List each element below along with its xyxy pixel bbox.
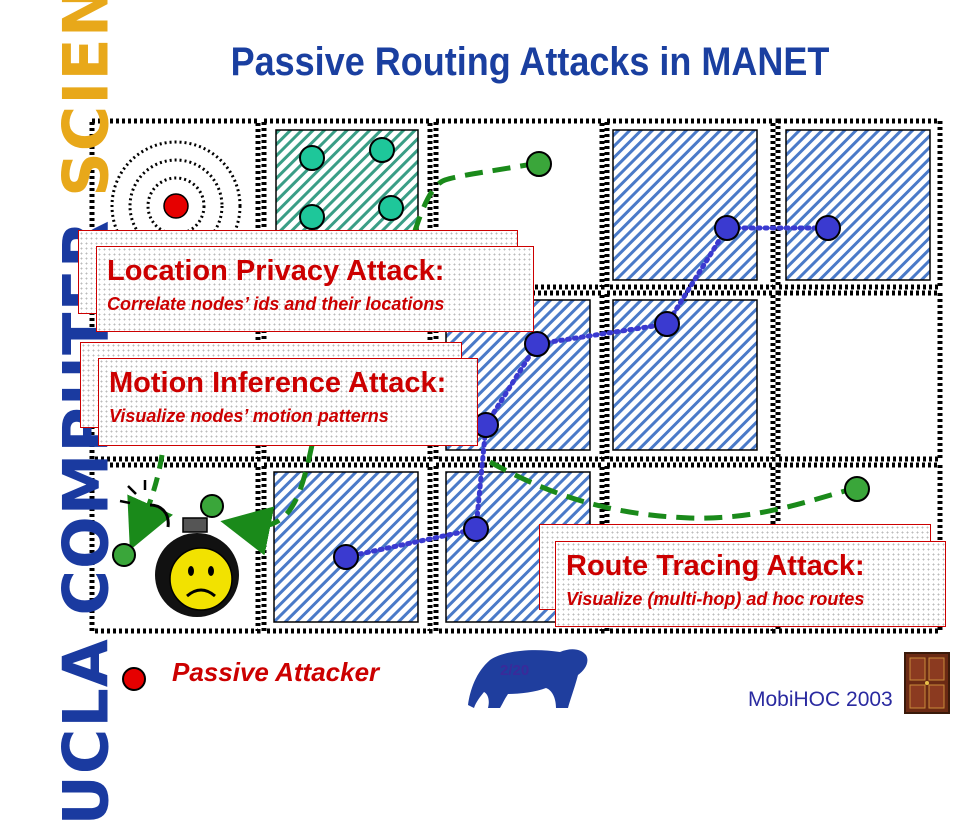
callout-body: Visualize nodes’ motion patterns [109,406,389,426]
slide-title: Passive Routing Attacks in MANET [230,40,830,84]
route-nodes [333,215,841,570]
callout-route-tracing: Route Tracing Attack: Visualize (multi-h… [555,541,946,627]
callout-title: Motion Inference Attack: [109,367,447,399]
route-node [815,215,841,241]
grid-cell [261,462,433,634]
teal-node [299,204,325,230]
teal-nodes [299,137,404,230]
teal-node [299,145,325,171]
page-number: 2/20 [500,662,530,679]
route-node [714,215,740,241]
route-node [524,331,550,357]
callout-title: Route Tracing Attack: [566,550,865,582]
ucla-bruin-logo [468,649,588,708]
teal-node [369,137,395,163]
green-nodes [112,151,870,567]
route-node [333,544,359,570]
motion-path-left [127,454,174,551]
motion-path-right [488,459,857,521]
callout-title: Location Privacy Attack: [107,255,445,287]
green-node [112,543,136,567]
branding-part2: SCIENCE [49,0,123,197]
motion-path-top [409,160,539,241]
route-node [654,311,680,337]
callout-body: Visualize (multi-hop) ad hoc routes [566,589,865,609]
callout-body: Correlate nodes’ ids and their locations [107,294,445,314]
green-node [200,494,224,518]
grid-cell [775,118,943,290]
blue-hatched-cell [612,299,758,451]
motion-path-bottom [220,444,315,556]
grid-cell [604,290,776,462]
route-node [463,516,489,542]
grid-cell [433,290,605,462]
callout-motion-inference: Motion Inference Attack: Visualize nodes… [98,358,478,446]
bomb-sad-face-icon [119,480,239,617]
legend-label: Passive Attacker [172,657,380,687]
green-node [844,476,870,502]
green-node [526,151,552,177]
teal-node [378,195,404,221]
passive-attacker-legend-icon [122,667,146,691]
door-nav-icon[interactable] [904,652,950,714]
conference-label: MobiHOC 2003 [748,688,893,711]
passive-attacker-node [163,193,189,219]
slide: UCLA COMPUTER SCIENCE Passive Routing At… [49,0,950,825]
blue-hatched-cell [612,129,758,281]
grid-cell [775,290,943,462]
callout-location-privacy: Location Privacy Attack: Correlate nodes… [96,246,534,332]
blue-hatched-cell [785,129,931,281]
